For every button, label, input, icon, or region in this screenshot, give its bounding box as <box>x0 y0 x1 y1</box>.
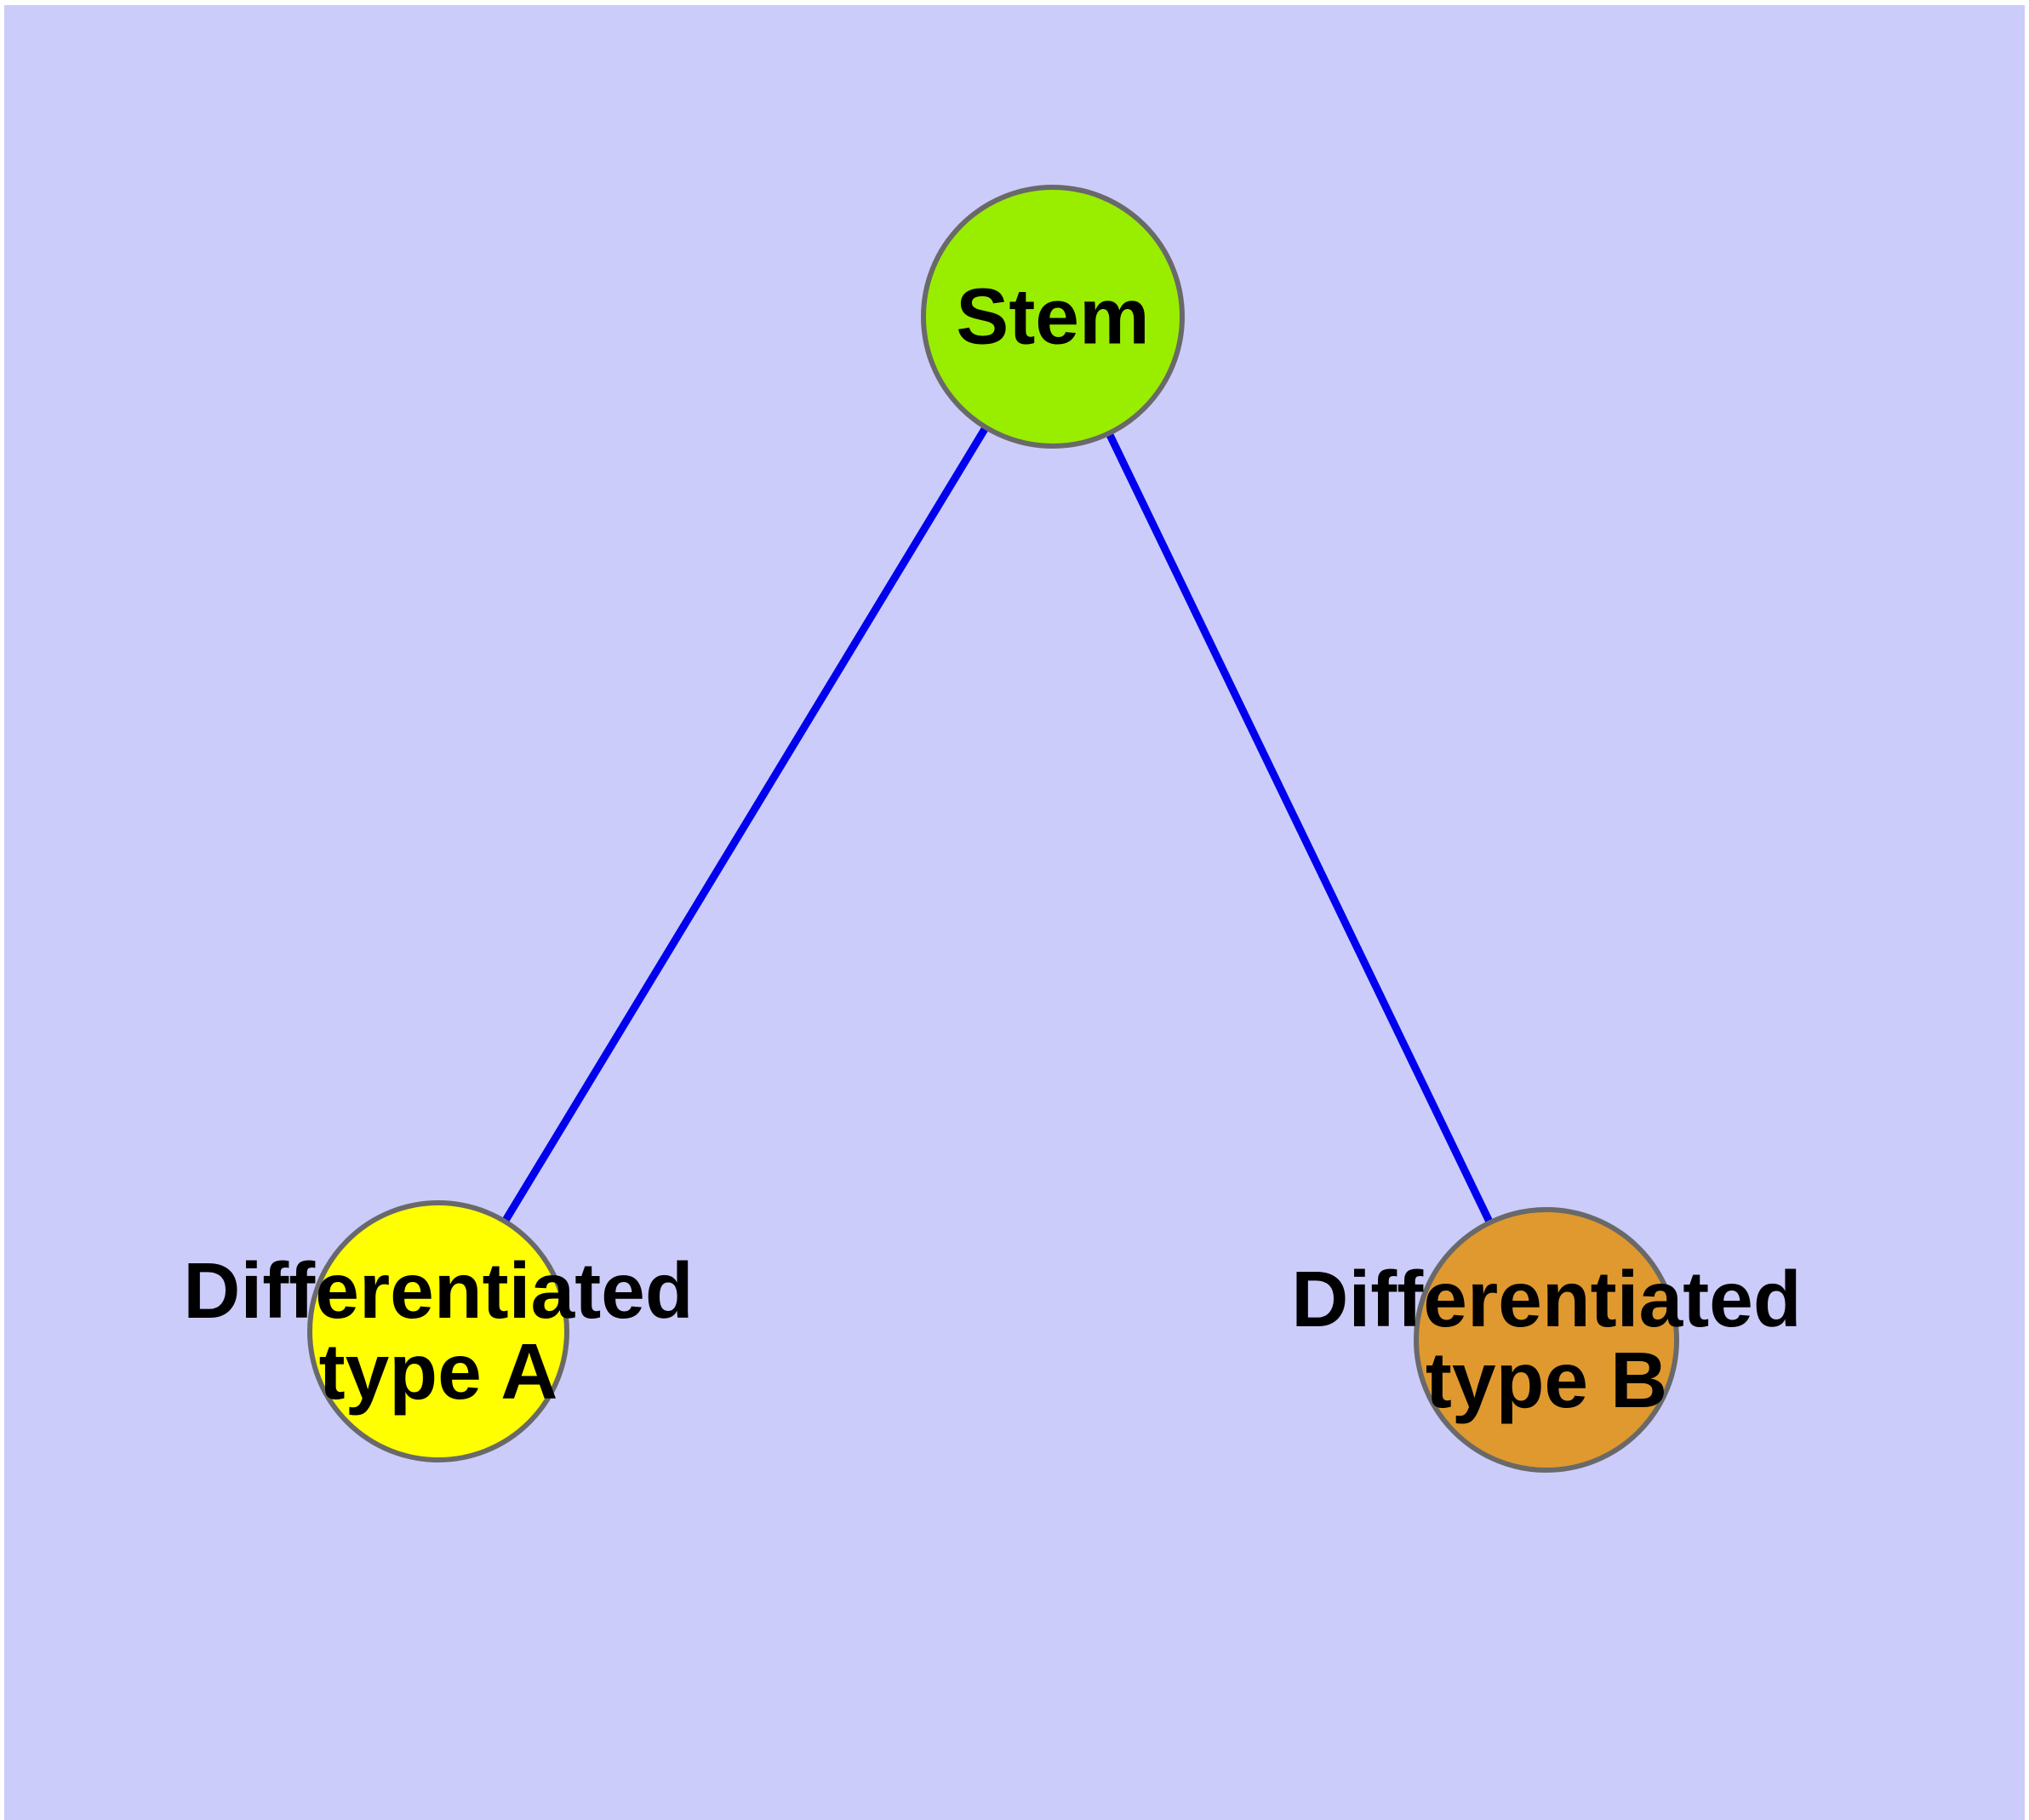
graph-node-diff-b[interactable] <box>1414 1207 1679 1473</box>
graph-svg <box>307 185 1679 1473</box>
graph-node-diff-a[interactable] <box>307 1200 569 1462</box>
nodes-layer <box>307 185 1679 1473</box>
edges-layer <box>435 314 1551 1342</box>
graph-edge-stem-to-diff-a[interactable] <box>435 314 1056 1334</box>
graph-node-stem[interactable] <box>921 185 1185 449</box>
graph-edge-stem-to-diff-b[interactable] <box>1049 315 1551 1342</box>
